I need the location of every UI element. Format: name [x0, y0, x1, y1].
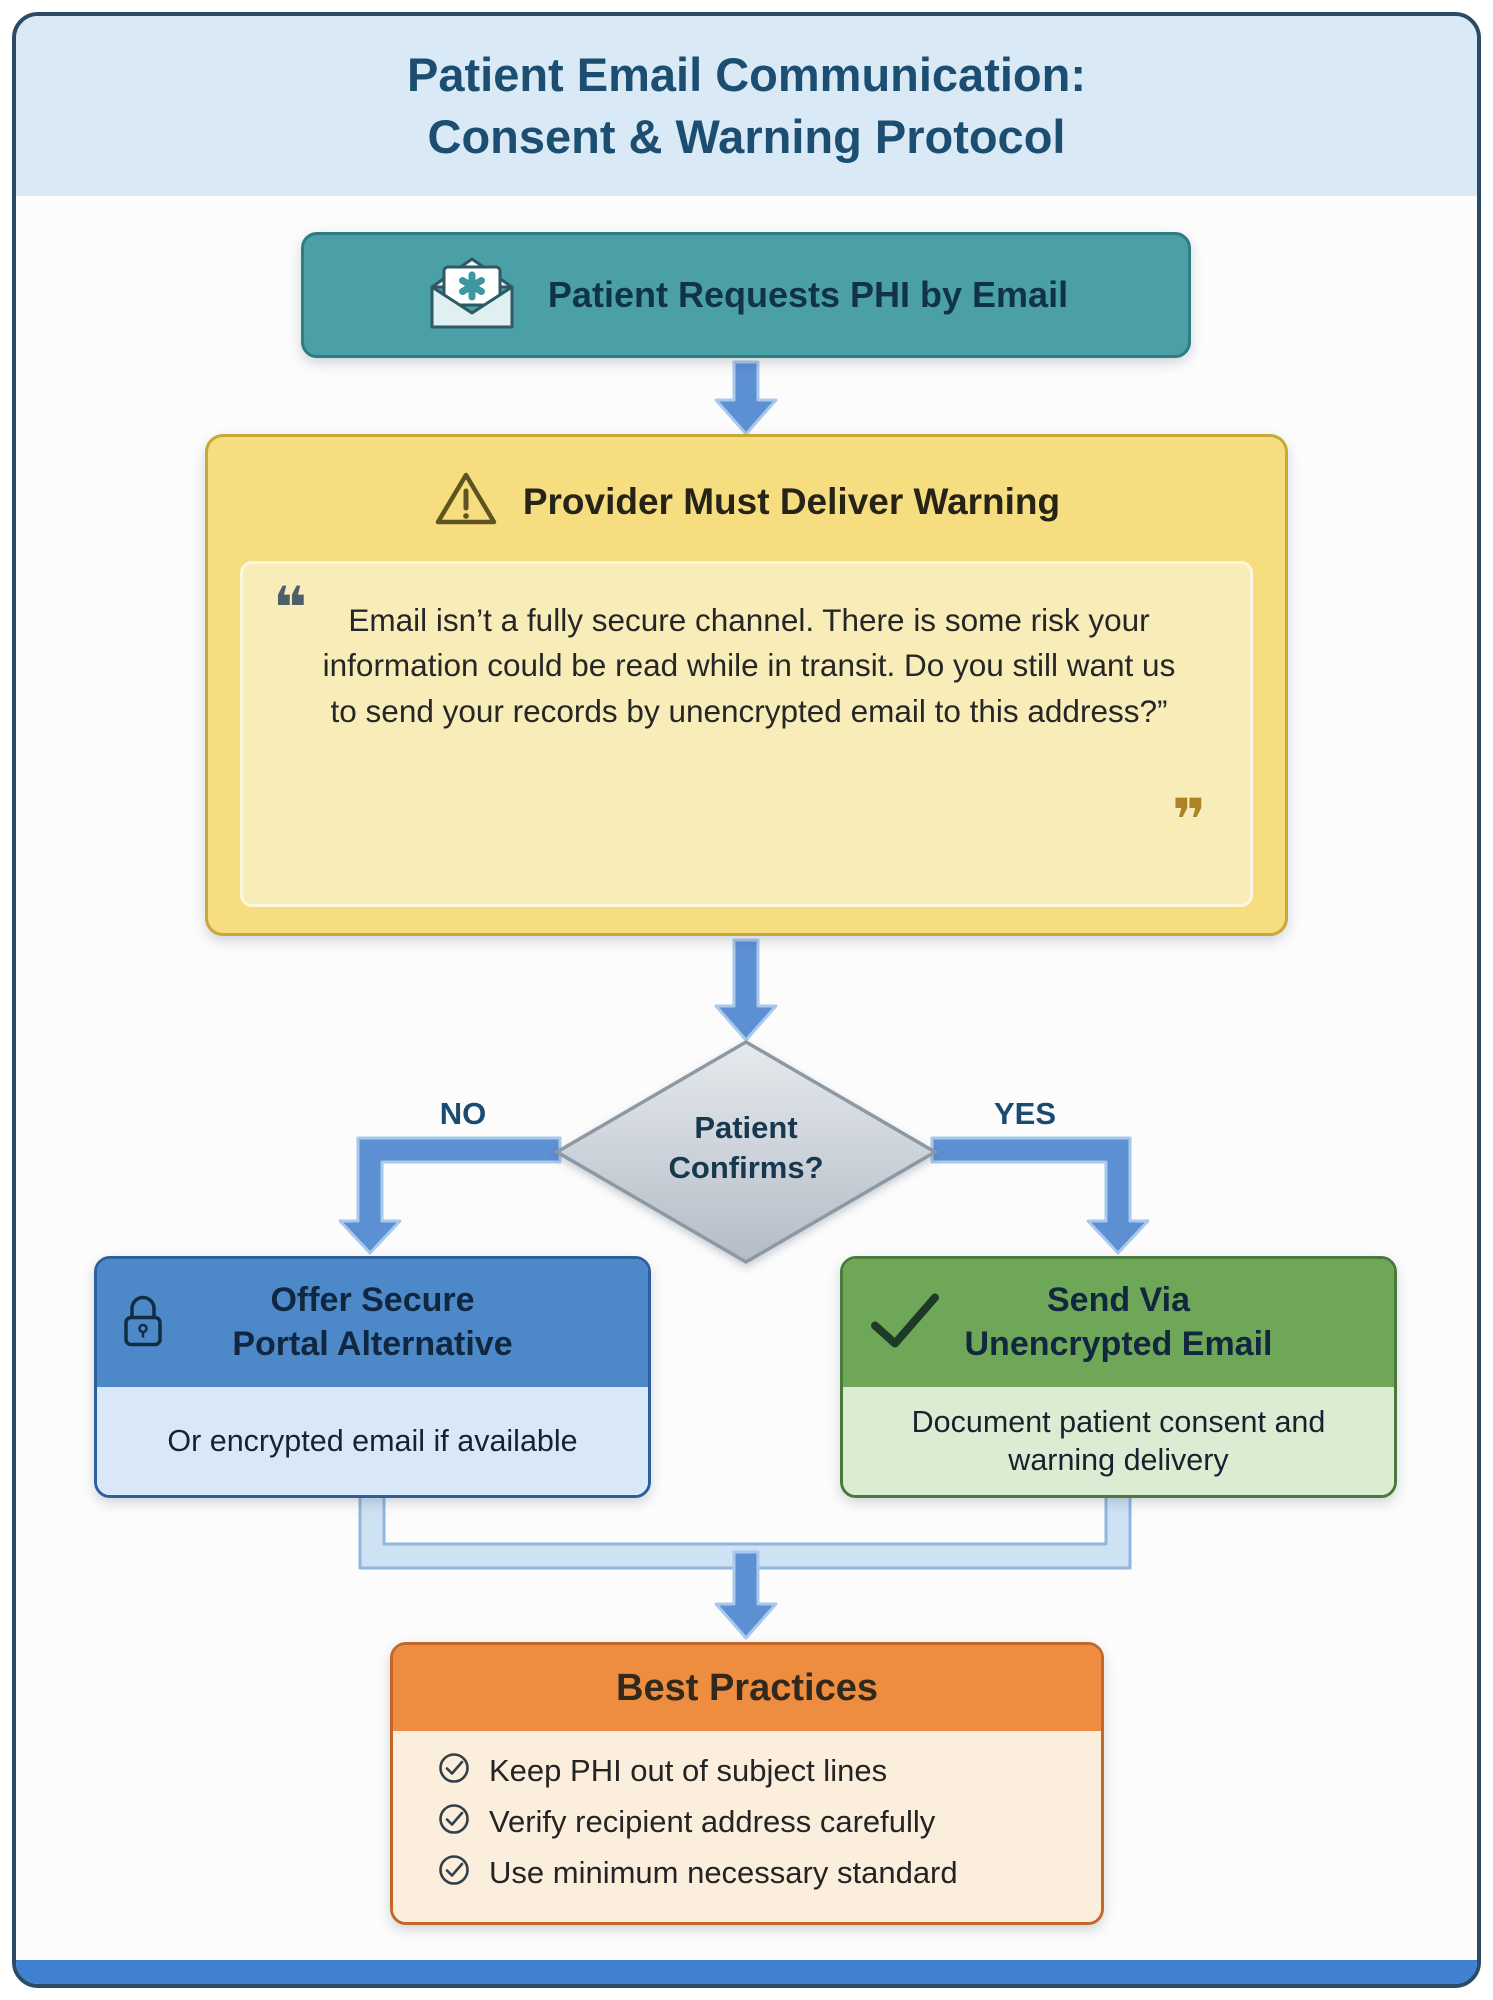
best-practice-text: Verify recipient address carefully: [489, 1803, 936, 1839]
check-icon: [865, 1288, 945, 1359]
decision-label-line-2: Confirms?: [668, 1150, 824, 1186]
no-branch-label: NO: [439, 1096, 487, 1131]
patient-request-label: Patient Requests PHI by Email: [547, 274, 1069, 315]
warning-box: Provider Must Deliver Warning ❝ Email is…: [205, 434, 1288, 936]
page-title: Patient Email Communication: Consent & W…: [407, 44, 1086, 168]
lock-icon: [119, 1291, 167, 1356]
check-circle-icon: [437, 1751, 471, 1790]
secure-portal-header: Offer Secure Portal Alternative: [97, 1259, 648, 1387]
warning-quote-box: ❝ Email isn’t a fully secure channel. Th…: [240, 561, 1253, 907]
best-practice-item: Keep PHI out of subject lines: [437, 1751, 1101, 1790]
secure-portal-body: Or encrypted email if available: [97, 1387, 648, 1495]
secure-portal-title: Offer Secure Portal Alternative: [232, 1279, 512, 1366]
patient-request-box: Patient Requests PHI by Email: [301, 232, 1191, 358]
check-circle-icon: [437, 1802, 471, 1841]
unencrypted-email-body: Document patient consent and warning del…: [843, 1387, 1394, 1495]
warning-triangle-icon: [433, 469, 499, 534]
yes-branch-label: YES: [993, 1096, 1057, 1131]
open-quote-icon: ❝: [273, 576, 308, 641]
unencrypted-email-title-line-1: Send Via: [1046, 1281, 1190, 1320]
close-quote-icon: ❞: [1171, 788, 1206, 853]
arrow-warning-to-decision: [714, 938, 778, 1042]
email-icon: [424, 253, 520, 338]
best-practices-title: Best Practices: [616, 1666, 878, 1709]
secure-portal-title-line-2: Portal Alternative: [232, 1325, 513, 1363]
footer-bar: [16, 1960, 1477, 1984]
best-practices-header: Best Practices: [393, 1645, 1101, 1731]
best-practice-item: Verify recipient address carefully: [437, 1802, 1101, 1841]
best-practice-text: Use minimum necessary standard: [489, 1854, 958, 1890]
secure-portal-title-line-1: Offer Secure: [270, 1281, 475, 1320]
unencrypted-email-title: Send Via Unencrypted Email: [965, 1279, 1273, 1366]
check-circle-icon: [437, 1853, 471, 1892]
best-practices-box: Best Practices Keep PHI out of subject l…: [390, 1642, 1104, 1925]
merge-arrow-to-best-practices: [714, 1550, 778, 1640]
best-practice-item: Use minimum necessary standard: [437, 1853, 1101, 1892]
decision-label-line-1: Patient: [694, 1110, 798, 1145]
unencrypted-email-box: Send Via Unencrypted Email Document pati…: [840, 1256, 1397, 1498]
warning-quote-text: Email isn’t a fully secure channel. Ther…: [322, 602, 1176, 729]
secure-portal-subtext: Or encrypted email if available: [167, 1423, 578, 1458]
header-band: Patient Email Communication: Consent & W…: [16, 16, 1477, 196]
decision-diamond: [553, 1039, 939, 1265]
unencrypted-email-header: Send Via Unencrypted Email: [843, 1259, 1394, 1387]
unencrypted-email-subtext: Document patient consent and warning del…: [911, 1404, 1326, 1477]
decision-label: Patient Confirms?: [596, 1108, 896, 1189]
secure-portal-box: Offer Secure Portal Alternative Or encry…: [94, 1256, 651, 1498]
branch-arrow-no: [338, 1136, 562, 1255]
branch-arrow-yes: [930, 1136, 1150, 1255]
best-practice-text: Keep PHI out of subject lines: [489, 1752, 888, 1788]
page-title-line-1: Patient Email Communication:: [407, 47, 1086, 101]
arrow-request-to-warning: [714, 360, 778, 436]
page-title-line-2: Consent & Warning Protocol: [427, 110, 1066, 163]
best-practices-list: Keep PHI out of subject lines Verify rec…: [393, 1731, 1101, 1922]
warning-title-row: Provider Must Deliver Warning: [208, 469, 1285, 534]
unencrypted-email-title-line-2: Unencrypted Email: [964, 1325, 1273, 1363]
warning-title: Provider Must Deliver Warning: [522, 480, 1061, 522]
